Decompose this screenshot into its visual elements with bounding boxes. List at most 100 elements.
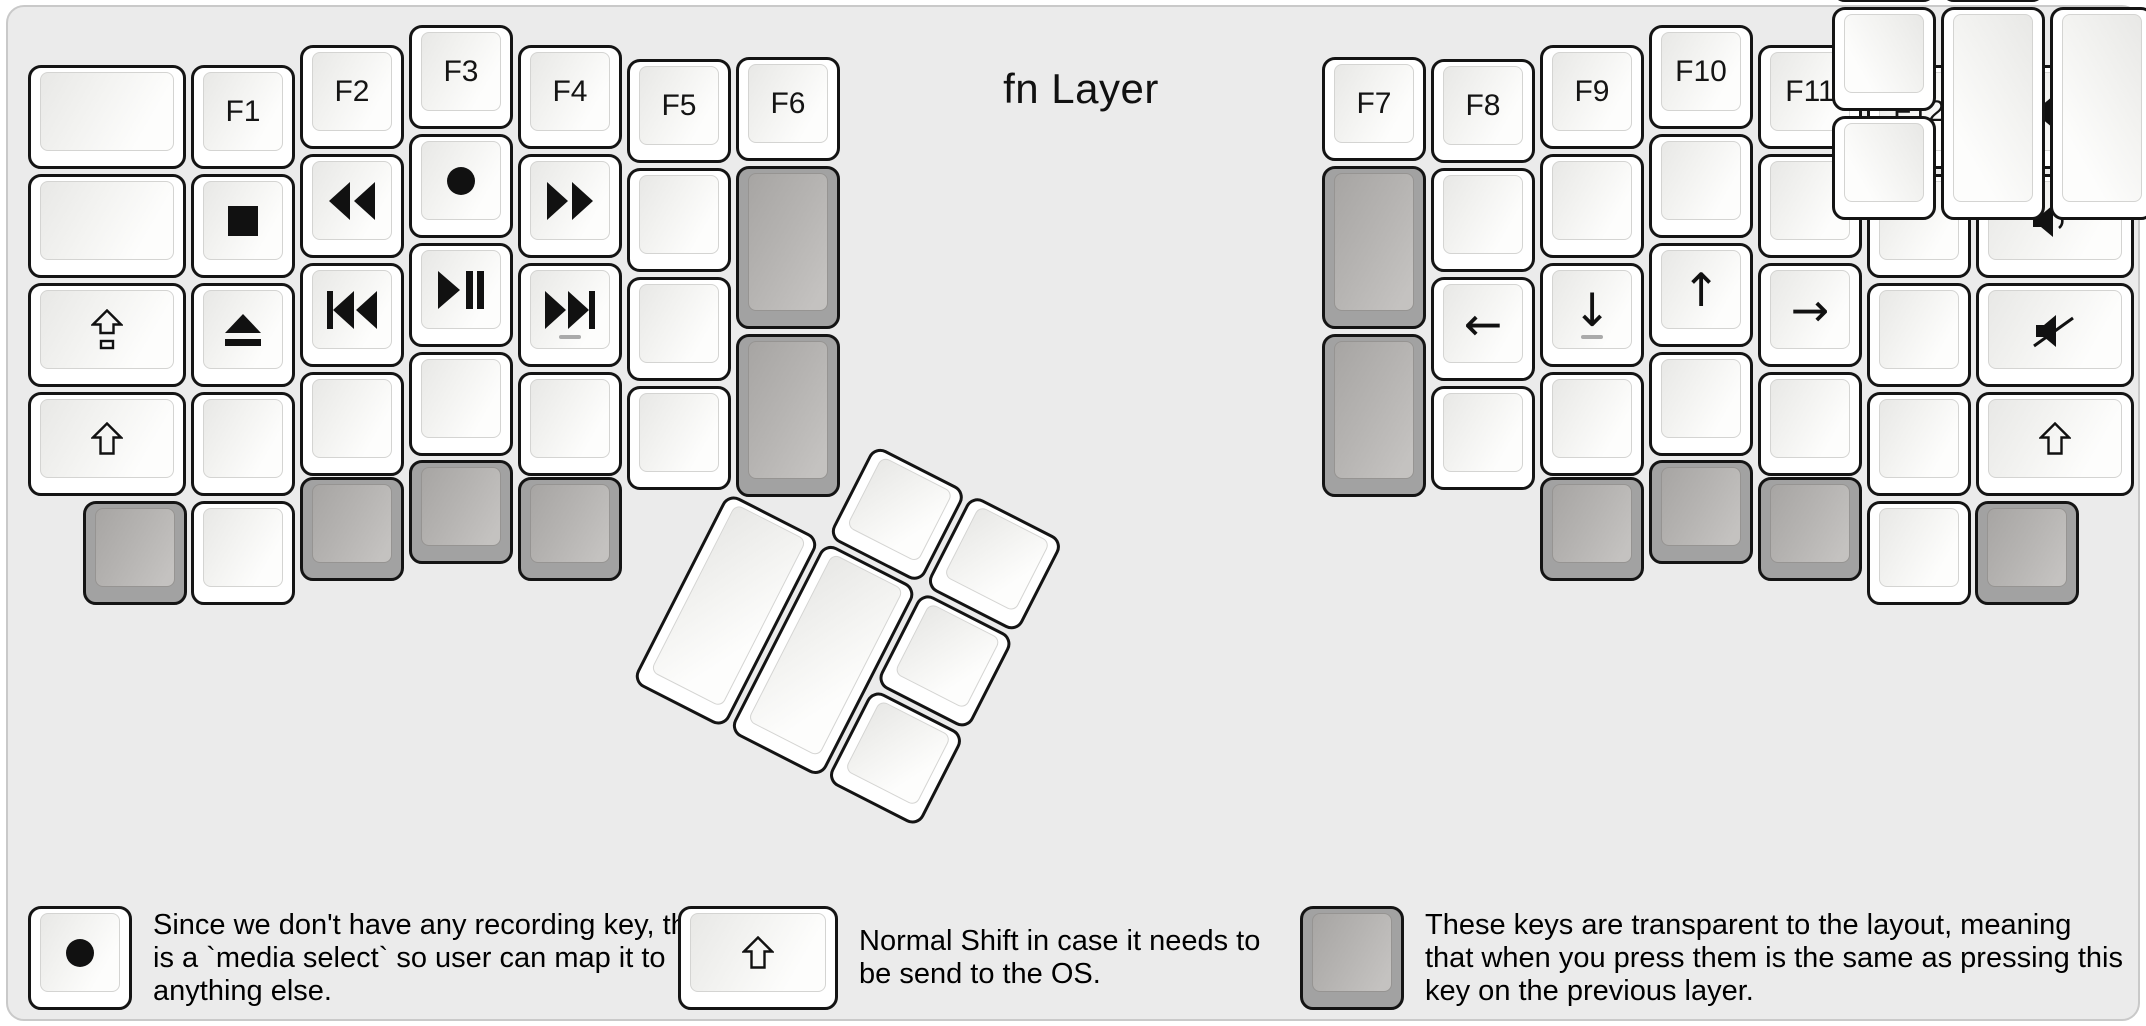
layer-title: fn Layer [1003,65,1159,112]
shift-icon [91,422,123,455]
keytop [530,270,610,349]
keytop [203,290,283,369]
key-f11: F11 [1758,45,1862,149]
l-f5col-r4 [627,386,731,490]
keytop [421,250,501,329]
key-prev-track [300,263,404,367]
legend-key-1 [678,906,838,1010]
r-f12col-r5 [1867,501,1971,605]
keytop [1988,181,2122,260]
l-shift [28,392,186,496]
l-col1-r2 [28,174,186,278]
keytop [95,508,175,587]
next-track-icon [545,290,595,329]
keytop [203,508,283,587]
keytop [40,181,174,260]
key-fast-forward [518,154,622,258]
l-f1col-r5 [191,501,295,605]
key-f6: F6 [736,57,840,161]
keytop [1334,173,1414,311]
keytop: F1 [203,72,283,151]
key-arrow-left: ← [1431,277,1535,381]
play-pause-icon [438,270,484,309]
keytop [421,359,501,438]
keytop: F6 [748,64,828,143]
key-f8: F8 [1431,59,1535,163]
l-f2col-r4 [300,372,404,476]
key-f4: F4 [518,45,622,149]
key-label: F8 [1465,88,1501,122]
record-icon [66,938,94,967]
keytop [943,505,1051,613]
keytop: ← [1443,284,1523,363]
r-f12col-r4 [1867,392,1971,496]
l-transparent-4 [518,477,622,581]
key-label: F12 [1893,94,1945,128]
l-f4col-r4 [518,372,622,476]
keytop [40,913,120,992]
key-f3: F3 [409,25,513,129]
r-f10col-r4 [1649,352,1753,456]
legend-transparent-text: These keys are transparent to the layout… [1425,908,2123,1007]
keytop [846,456,954,563]
volume-down-icon [2032,203,2078,239]
keytop: F7 [1334,64,1414,143]
r-f9col-r4 [1540,372,1644,476]
keytop [312,379,392,458]
legend-transparent: These keys are transparent to the layout… [1300,906,2125,1010]
legend-shift-key [678,906,838,1010]
keytop [844,699,952,807]
arrow-left-icon: ← [1463,296,1503,351]
key-f7: F7 [1322,57,1426,161]
key-mute [1976,283,2134,387]
r-transparent-4 [1975,501,2079,605]
keytop [1552,484,1632,563]
legend-record-key [28,906,132,1010]
rewind-icon [329,181,375,220]
volume-up-icon [2032,94,2078,130]
r-transparent-tall-1 [1322,166,1426,329]
keytop [1552,161,1632,240]
l-f5col-r3 [627,277,731,381]
keytop: ↓ [1552,270,1632,349]
arrow-right-icon: → [1790,282,1830,337]
shift-icon [742,936,774,969]
keytop: → [1770,270,1850,349]
legend-media-select: Since we don't have any recording key, t… [28,906,713,1010]
key-f1: F1 [191,65,295,169]
keytop [639,393,719,472]
r-f8col-r2 [1431,168,1535,272]
caps-lock-icon [91,308,123,351]
keytop [1770,161,1850,240]
r-f10col-r2 [1649,134,1753,238]
keytop [1879,508,1959,587]
key-eject [191,283,295,387]
key-rewind [300,154,404,258]
keytop [40,399,174,478]
legend-media-select-text: Since we don't have any recording key, t… [153,908,708,1007]
l-f1col-r4 [191,392,295,496]
legend-shift: Normal Shift in case it needs to be send… [678,906,1289,1010]
keytop [893,602,1002,710]
key-label: F3 [443,54,479,88]
keytop [312,270,392,349]
l-f5col-r2 [627,168,731,272]
keytop [1443,175,1523,254]
keytop [530,484,610,563]
keytop [1312,913,1392,992]
stop-icon [228,205,258,236]
r-transparent-tall-2 [1322,334,1426,497]
keytop [421,141,501,220]
l-f3col-r4 [409,352,513,456]
keytop [421,467,501,546]
keytop: F10 [1661,32,1741,111]
keytop: F4 [530,52,610,131]
key-f12: F12 [1867,65,1971,169]
keytop [1987,508,2067,587]
key-label: F4 [552,74,588,108]
l-transparent-3 [409,460,513,564]
thumb-top-1 [1941,0,2045,2]
keytop [1988,399,2122,478]
keytop [1988,72,2122,151]
